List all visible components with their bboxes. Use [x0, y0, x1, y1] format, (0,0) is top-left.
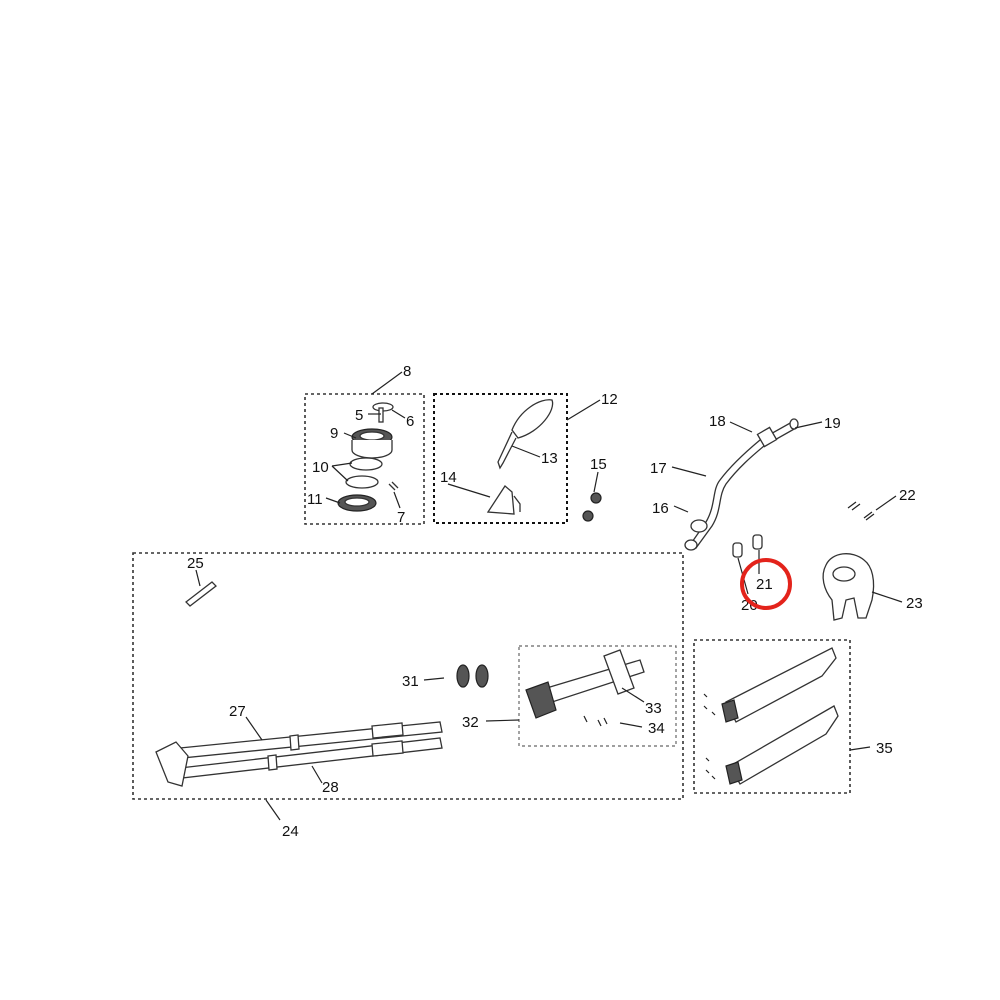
callout-7: 7	[397, 509, 405, 526]
callout-15: 15	[590, 456, 607, 473]
callout-6: 6	[406, 413, 414, 430]
callout-31: 31	[402, 673, 419, 690]
callout-35: 35	[876, 740, 893, 757]
callout-32: 32	[462, 714, 479, 731]
highlight-circle-21	[740, 558, 792, 610]
bar-end-caps	[732, 534, 763, 558]
callout-17: 17	[650, 460, 667, 477]
callout-23: 23	[906, 595, 923, 612]
callout-25: 25	[187, 555, 204, 572]
handlebar	[684, 418, 799, 551]
callout-18: 18	[709, 413, 726, 430]
callout-34: 34	[648, 720, 665, 737]
callout-19: 19	[824, 415, 841, 432]
bolts-22	[847, 501, 875, 521]
group-box-24	[132, 552, 684, 800]
steering-bearing-parts	[337, 402, 399, 512]
callout-8: 8	[403, 363, 411, 380]
callout-10: 10	[312, 459, 329, 476]
axle-25	[185, 581, 217, 607]
group-box-32	[518, 645, 677, 747]
callout-5: 5	[355, 407, 363, 424]
callout-11: 11	[307, 491, 323, 508]
nuts-15	[582, 492, 602, 522]
group-box-8	[304, 393, 425, 525]
leader-lines	[195, 371, 903, 821]
callout-16: 16	[652, 500, 669, 517]
callout-9: 9	[330, 425, 338, 442]
mirror-parts	[486, 399, 554, 515]
callout-22: 22	[899, 487, 916, 504]
group-box-12	[433, 393, 568, 524]
callout-14: 14	[440, 469, 457, 486]
callout-33: 33	[645, 700, 662, 717]
group-box-35	[693, 639, 851, 794]
callout-28: 28	[322, 779, 339, 796]
seals-31	[456, 664, 489, 688]
callout-27: 27	[229, 703, 246, 720]
fork-legs	[155, 721, 443, 787]
callout-20: 20	[741, 597, 758, 614]
steering-stem-32	[525, 649, 645, 727]
callout-12: 12	[601, 391, 618, 408]
callout-13: 13	[541, 450, 558, 467]
callout-24: 24	[282, 823, 299, 840]
triple-clamp-23	[822, 553, 875, 621]
callout-21: 21	[756, 576, 773, 593]
fork-guards-35	[703, 647, 839, 785]
